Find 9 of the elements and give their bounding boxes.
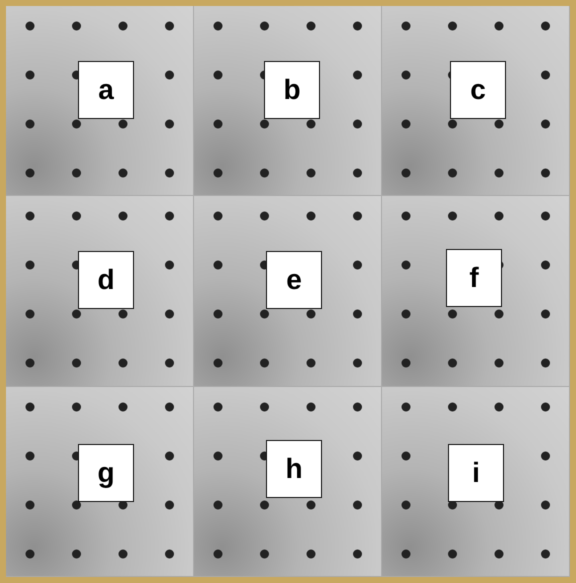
letter-label: a bbox=[78, 61, 134, 119]
letter-label: b bbox=[264, 61, 320, 119]
letter-label: d bbox=[78, 251, 134, 310]
letter-label: h bbox=[266, 440, 322, 498]
letter-label: i bbox=[448, 444, 504, 502]
letter-label: c bbox=[450, 61, 506, 119]
letter-label: g bbox=[78, 444, 134, 502]
letter-label: e bbox=[266, 251, 322, 310]
letter-label: f bbox=[446, 249, 502, 308]
